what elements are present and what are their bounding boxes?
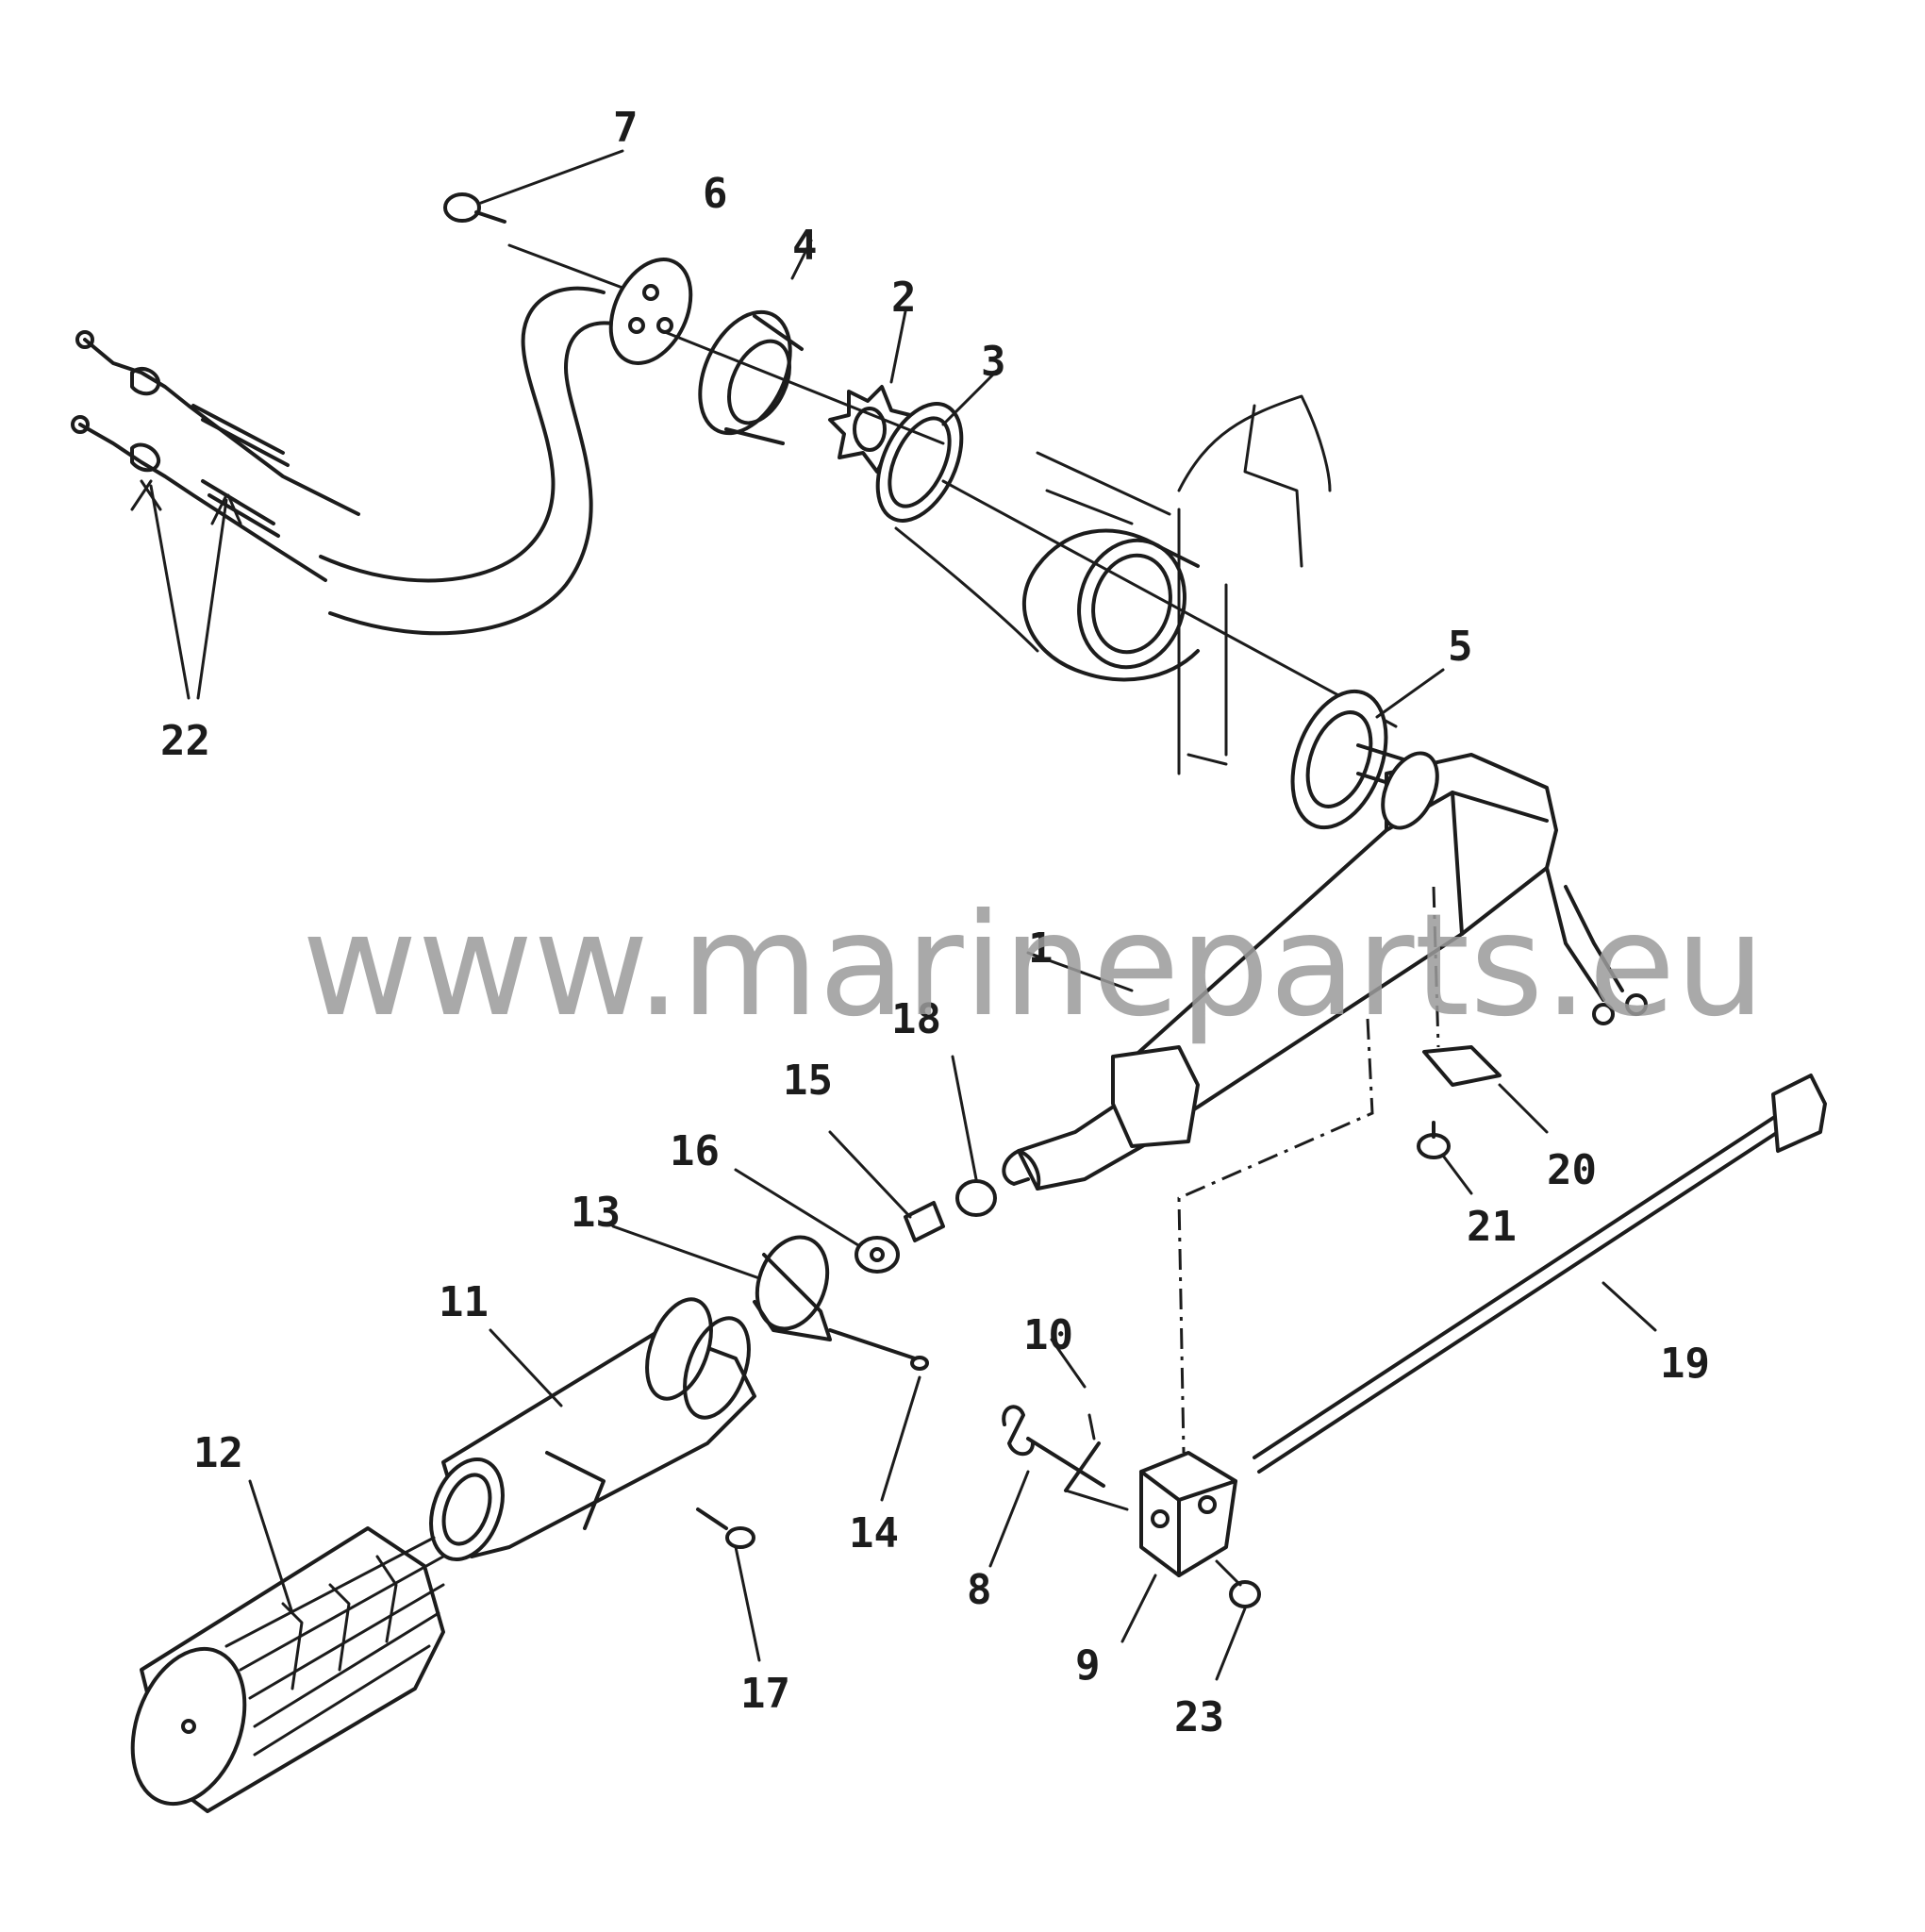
callout-15: 15 (783, 1057, 833, 1105)
part-13-sleeve (611, 1224, 832, 1341)
callout-21: 21 (1467, 1203, 1517, 1251)
part-4-bushing (698, 239, 813, 445)
callout-13: 13 (571, 1189, 621, 1237)
callout-7: 7 (613, 104, 639, 152)
part-19-rod (1253, 1074, 1827, 1474)
callout-labels: 1 2 3 4 5 6 7 8 9 10 11 12 13 14 15 16 1… (160, 104, 1710, 1741)
part-11-shaft (429, 1297, 756, 1562)
cable-assembly (71, 286, 624, 636)
callout-14: 14 (849, 1509, 899, 1557)
part-21-screw (1417, 1121, 1473, 1195)
callout-23: 23 (1174, 1693, 1224, 1741)
callout-3: 3 (981, 338, 1006, 386)
part-14-screw (828, 1328, 929, 1502)
part-3-ring (875, 371, 997, 523)
tiller-housing-outline (894, 394, 1332, 775)
callout-18: 18 (891, 995, 941, 1043)
part-17-screw (696, 1507, 761, 1662)
callout-10: 10 (1023, 1311, 1073, 1359)
part-9-block (1064, 1451, 1237, 1643)
part-8-clip (988, 1405, 1105, 1568)
part-15-spring (828, 1130, 945, 1242)
part-7-screw (443, 149, 624, 224)
callout-17: 17 (740, 1670, 790, 1718)
callout-6: 6 (703, 170, 728, 218)
callout-4: 4 (792, 222, 818, 270)
part-1-tiller-arm (1002, 751, 1648, 1191)
part-10-pin (1050, 1338, 1101, 1492)
callout-9: 9 (1075, 1641, 1101, 1690)
callout-12: 12 (193, 1429, 243, 1477)
callout-11: 11 (439, 1278, 489, 1326)
part-20-plate (1422, 1045, 1549, 1134)
callout-1: 1 (1028, 924, 1054, 973)
part-22-leaders (130, 479, 242, 700)
part-16-washer (734, 1168, 900, 1274)
part-12-grip (130, 1479, 445, 1813)
callout-5: 5 (1448, 623, 1473, 671)
axis-line-bracket (1177, 1018, 1374, 1454)
callout-22: 22 (160, 717, 210, 765)
callout-8: 8 (967, 1566, 992, 1614)
part-23-washer (1215, 1559, 1261, 1681)
callout-19: 19 (1660, 1340, 1710, 1388)
part-5-flange (1290, 668, 1445, 830)
axis-line-tiller (1432, 886, 1440, 1048)
callout-2: 2 (891, 274, 917, 322)
part-18-fitting (951, 1055, 997, 1217)
watermark: www.marineparts.eu (302, 884, 1766, 1048)
callout-20: 20 (1547, 1146, 1597, 1194)
callout-16: 16 (670, 1127, 720, 1175)
part-6-retainer (507, 243, 693, 365)
